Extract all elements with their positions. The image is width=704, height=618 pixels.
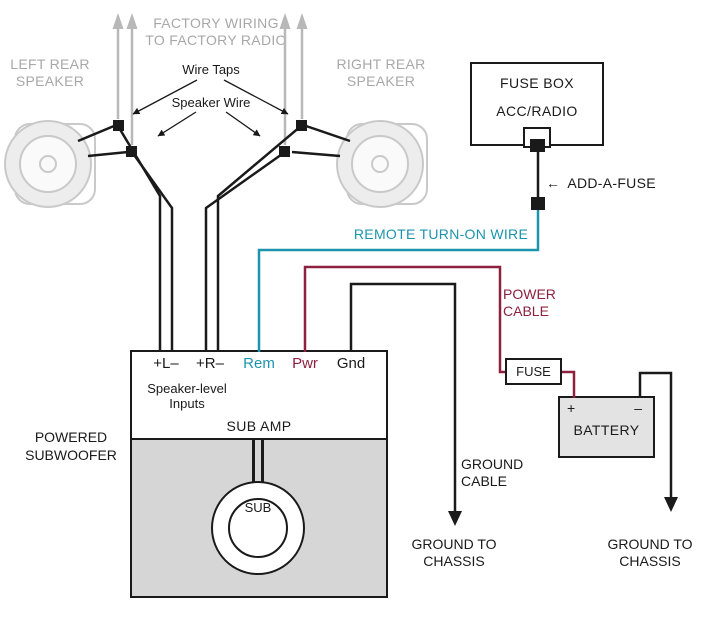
left-arrow-icon: ← (546, 175, 561, 191)
down-arrow-icon (664, 497, 678, 512)
sub-label: SUB (244, 500, 272, 515)
speaker-level-inputs-label: Speaker-level Inputs (147, 381, 227, 411)
fuse-box-slot: ACC/RADIO (496, 103, 578, 119)
sub-connector-line (261, 439, 264, 482)
ground-to-chassis-battery-label: GROUND TO CHASSIS (607, 536, 693, 569)
amp-terminal-ground: Gnd (336, 355, 366, 372)
amp-terminal-remote: Rem (243, 355, 275, 372)
left-speaker-cone (19, 135, 77, 193)
ground-cable-label: GROUND CABLE (461, 456, 524, 489)
ground-to-chassis-amp-label: GROUND TO CHASSIS (411, 536, 497, 569)
left-rear-speaker-label: LEFT REAR SPEAKER (10, 56, 90, 89)
fuse-box-title: FUSE BOX (500, 75, 574, 91)
remote-turn-on-wire-label: REMOTE TURN-ON WIRE (353, 226, 529, 242)
wire-tap-squares (113, 120, 307, 157)
sub-connector-line (252, 439, 255, 482)
speaker-leads (77, 124, 351, 158)
amp-terminal-right-input: +R– (196, 355, 224, 372)
sub-amp-label: SUB AMP (226, 418, 292, 434)
factory-wiring-label: FACTORY WIRING TO FACTORY RADIO (145, 15, 287, 48)
right-speaker-cap (371, 155, 389, 173)
inline-fuse-box: FUSE (505, 358, 562, 385)
battery-box: + – BATTERY (558, 396, 655, 458)
fuse-tap-contact (530, 139, 545, 152)
left-speaker-cap (39, 155, 57, 173)
battery-label: BATTERY (573, 422, 640, 438)
battery-minus-terminal: – (634, 400, 642, 416)
speaker-wires (116, 125, 302, 352)
right-speaker-cone (351, 135, 409, 193)
down-arrow-icon (448, 511, 462, 526)
amp-terminal-left-input: +L– (153, 355, 179, 372)
right-rear-speaker-label: RIGHT REAR SPEAKER (336, 56, 426, 89)
battery-plus-terminal: + (567, 400, 576, 416)
left-speaker-outer (4, 120, 92, 208)
add-a-fuse-square (531, 197, 545, 210)
add-a-fuse-callout: ← ADD-A-FUSE (546, 175, 656, 191)
speaker-wire-label: Speaker Wire (171, 95, 251, 110)
amp-terminal-power: Pwr (292, 355, 318, 372)
add-a-fuse-label: ADD-A-FUSE (567, 175, 656, 191)
power-cable-label: POWER CABLE (503, 286, 556, 319)
wire-taps-label: Wire Taps (182, 62, 240, 77)
sub-inner-circle (228, 498, 288, 558)
powered-subwoofer-label: POWERED SUBWOOFER (25, 429, 117, 463)
